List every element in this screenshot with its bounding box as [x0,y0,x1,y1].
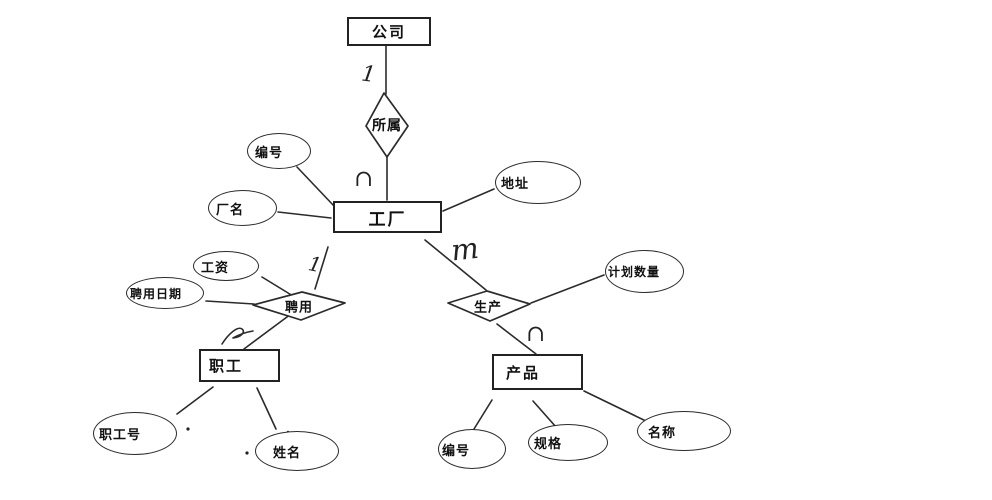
attribute-emp-name: 姓名 [255,431,339,471]
attribute-factory-name: 厂名 [208,190,277,226]
cardinality-n-produce-product: ∩ [526,321,545,347]
attribute-address: 地址 [495,161,581,204]
edge-factory-address [442,188,495,212]
ink-dot [186,427,190,431]
relationship-produce-label: 生产 [473,300,503,316]
attribute-employee-no: 职工号 [93,412,177,455]
edge-employee-employeeno [176,386,214,415]
cardinality-1-factory-hire: 1 [306,251,323,277]
entity-company: 公司 [347,17,431,46]
edge-factoryname-factory [277,211,332,219]
relationship-hire-diamond [252,291,346,321]
edge-factoryno-factory [296,166,335,207]
edge-product-spec [532,400,557,428]
edge-salary-hire [261,276,294,297]
edge-factory-hire [314,246,329,290]
edge-factory-produce [424,239,487,291]
edge-employee-name [256,387,277,430]
relationship-hire-label: 聘用 [284,300,314,316]
entity-factory: 工厂 [333,201,442,233]
edge-product-name [583,390,649,423]
entity-product: 产品 [492,354,583,390]
entity-employee: 职工 [199,349,280,382]
edge-product-productno [473,399,493,430]
edge-hiredate-hire [205,300,255,305]
attribute-product-no: 编号 [438,429,506,469]
relationship-belongs-label: 所属 [372,118,402,134]
attribute-hire-date: 聘用日期 [126,277,204,309]
cardinality-n-hire-employee-squiggle-icon [221,327,254,345]
edge-produce-planqty [530,274,605,304]
edge-produce-product [496,323,537,355]
attribute-factory-no: 编号 [247,133,311,169]
edge-hire-employee [243,313,292,350]
attribute-product-name: 名称 [637,411,731,451]
attribute-spec: 规格 [528,424,608,461]
relationship-produce-diamond [447,290,531,322]
cardinality-1-company-belongs: 1 [360,61,377,88]
attribute-salary: 工资 [193,251,259,281]
cardinality-n-belongs-factory: ∩ [354,166,373,192]
relationship-belongs-diamond [365,92,409,158]
cardinality-m-factory-produce: m [449,231,480,268]
ink-dot [245,451,249,455]
attribute-plan-qty: 计划数量 [605,250,684,293]
